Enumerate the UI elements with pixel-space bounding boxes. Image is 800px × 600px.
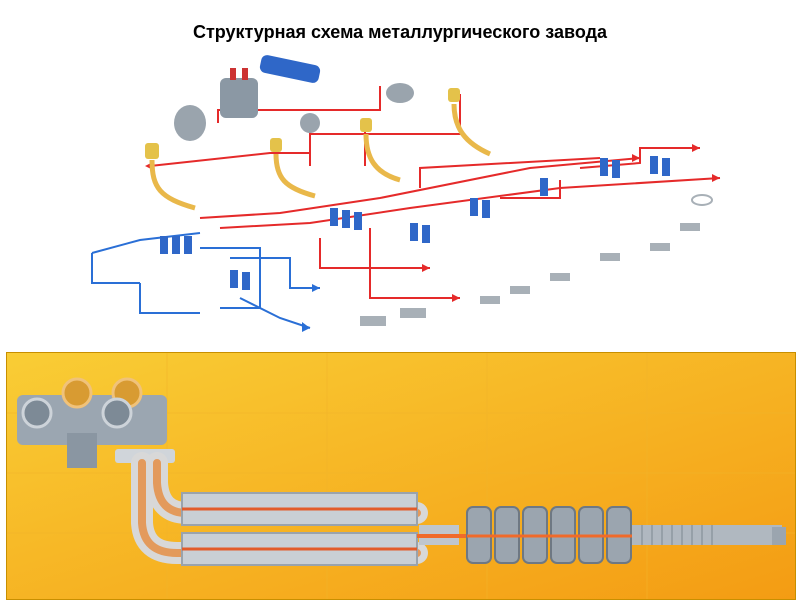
rolling-stand-icon [160, 156, 670, 290]
converter-icon [174, 83, 414, 141]
product-stack-icon [360, 194, 713, 326]
caster-rolling-line-illustration [6, 352, 796, 600]
blue-arrows [302, 284, 320, 332]
coiler-icon [772, 527, 786, 545]
blue-flow-lines [91, 232, 320, 329]
page-title: Структурная схема металлургического заво… [192, 22, 608, 42]
caster-icon [149, 103, 492, 211]
red-arrows [145, 144, 720, 302]
plant-structure-diagram [91, 55, 721, 332]
ladle-icon [145, 88, 460, 159]
runout-table [632, 525, 782, 545]
blast-furnace-icon [220, 55, 321, 118]
ladle-turret-icon [17, 377, 167, 468]
